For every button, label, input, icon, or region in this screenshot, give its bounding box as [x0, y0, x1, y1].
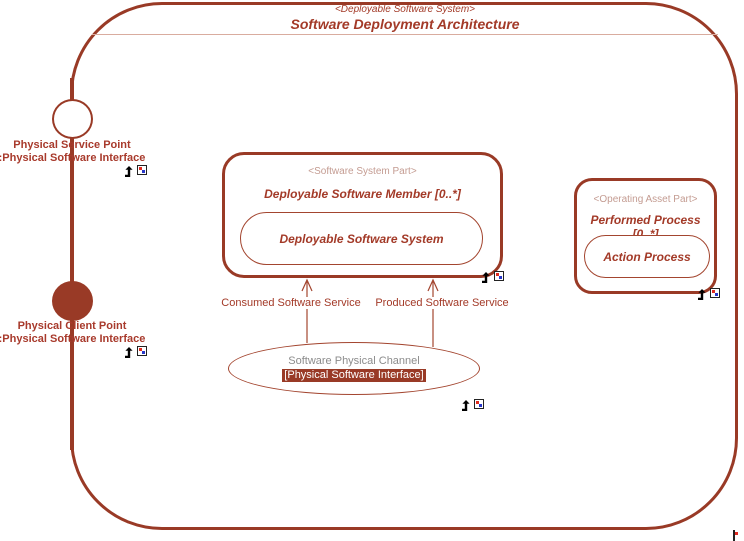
- service-point-type: :Physical Software Interface: [0, 152, 146, 164]
- client-point-name: Physical Client Point: [17, 320, 127, 332]
- red-blue-square-icon[interactable]: [710, 288, 720, 298]
- client-point-type: :Physical Software Interface: [0, 333, 146, 345]
- bent-up-arrow-icon[interactable]: [696, 288, 707, 300]
- consumed-software-service-label[interactable]: Consumed Software Service: [219, 297, 363, 309]
- client-point-smart-icons: [123, 346, 147, 358]
- produced-software-service-label[interactable]: Produced Software Service: [372, 297, 512, 309]
- service-point-label: Physical Service Point :Physical Softwar…: [0, 139, 147, 165]
- frame-title-block: <Deployable Software System> Software De…: [92, 3, 718, 33]
- service-point-name: Physical Service Point: [13, 139, 131, 151]
- bent-up-arrow-icon[interactable]: [480, 271, 491, 283]
- frame-title-divider: [92, 34, 718, 35]
- bent-up-arrow-icon[interactable]: [123, 165, 134, 177]
- red-blue-square-icon[interactable]: [137, 165, 147, 175]
- software-physical-channel-ellipse[interactable]: Software Physical Channel [Physical Soft…: [228, 342, 480, 395]
- red-blue-square-icon[interactable]: [474, 399, 484, 409]
- system-part-label: Deployable Software Member [0..*]: [264, 187, 461, 201]
- red-blue-square-icon[interactable]: [137, 346, 147, 356]
- frame-stereotype: <Deployable Software System>: [334, 4, 476, 15]
- asset-box-smart-icons: [696, 288, 720, 300]
- channel-smart-icons: [460, 399, 484, 411]
- client-point-label: Physical Client Point :Physical Software…: [0, 320, 147, 346]
- system-box-smart-icons: [480, 271, 504, 283]
- system-part-stereotype: <Software System Part>: [308, 166, 417, 177]
- channel-selected-text[interactable]: [Physical Software Interface]: [282, 369, 426, 382]
- action-process-node[interactable]: Action Process: [584, 235, 710, 278]
- channel-name: Software Physical Channel: [288, 355, 420, 367]
- frame-title: Software Deployment Architecture: [290, 16, 520, 32]
- asset-part-stereotype: <Operating Asset Part>: [593, 194, 698, 205]
- deployable-software-system-label: Deployable Software System: [279, 231, 444, 246]
- deployable-software-system-node[interactable]: Deployable Software System: [240, 212, 483, 265]
- action-process-label: Action Process: [603, 249, 691, 264]
- frame-left-edge-path[interactable]: [70, 78, 74, 450]
- physical-client-point-port[interactable]: [52, 281, 93, 321]
- physical-service-point-port[interactable]: [52, 99, 93, 139]
- red-blue-square-icon[interactable]: [733, 530, 738, 541]
- bent-up-arrow-icon[interactable]: [123, 346, 134, 358]
- bent-up-arrow-icon[interactable]: [460, 399, 471, 411]
- red-blue-square-icon[interactable]: [494, 271, 504, 281]
- service-point-smart-icons: [123, 165, 147, 177]
